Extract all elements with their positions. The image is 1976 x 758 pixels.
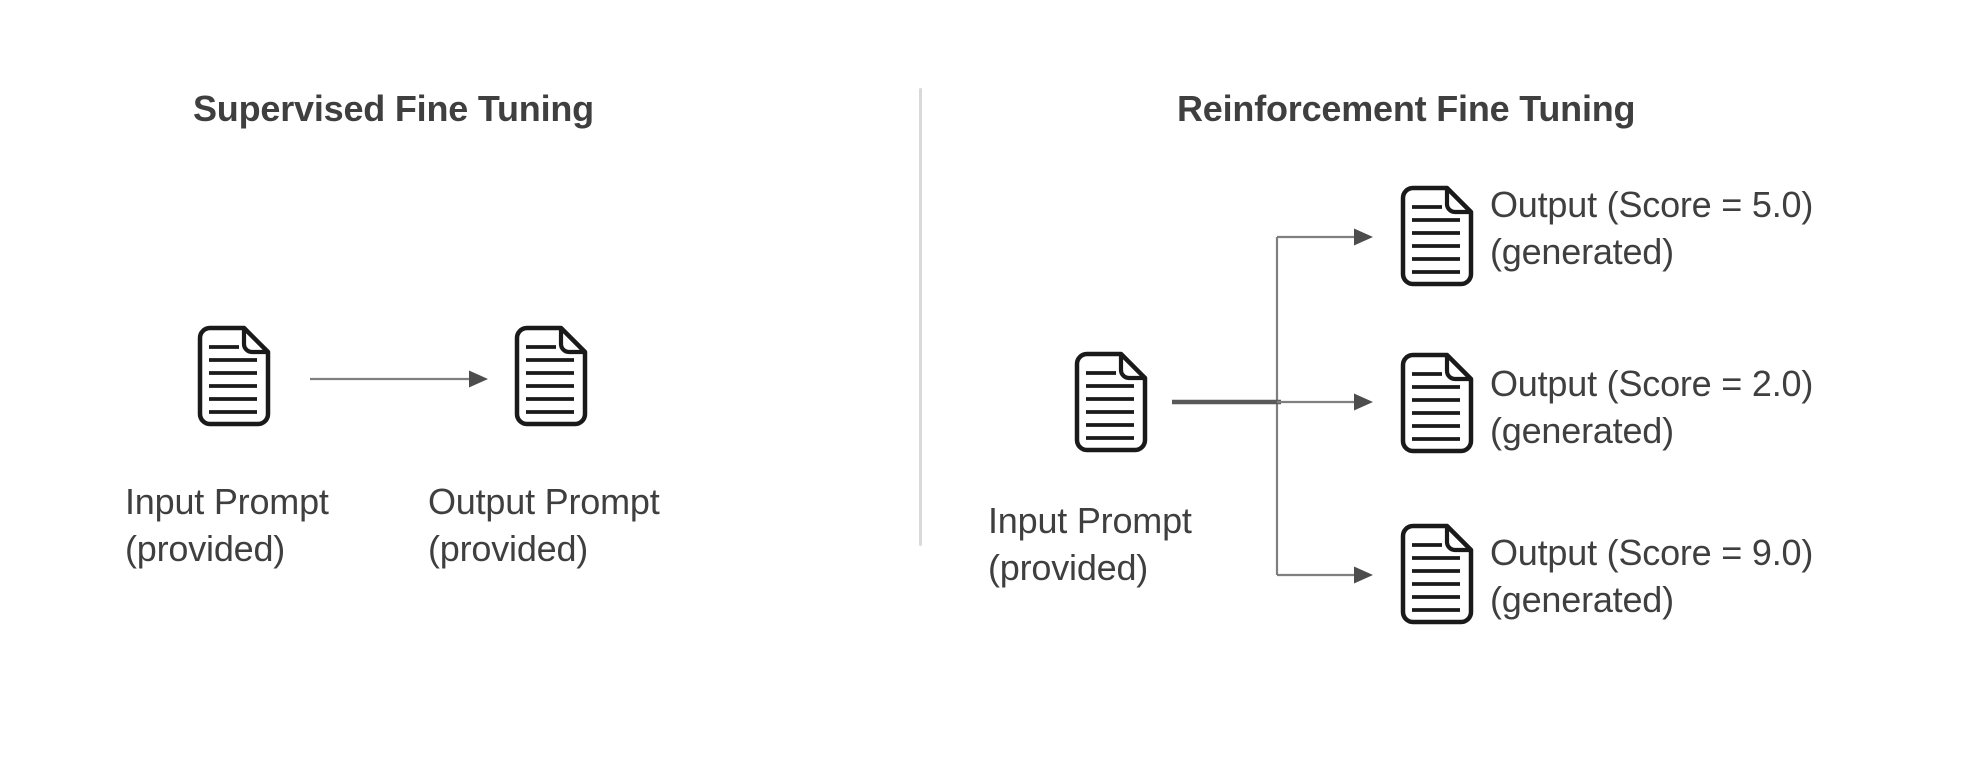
rft-output-label-3: Output (Score = 9.0) (generated) [1490,529,1813,623]
arrow-right-icon [1354,393,1373,411]
rft-output3-line1: Output (Score = 9.0) [1490,532,1814,573]
sft-output-label-line1: Output Prompt [428,481,660,522]
branch-connector [1172,228,1373,584]
rft-output-label-1: Output (Score = 5.0) (generated) [1490,181,1813,275]
sft-input-label-line2: (provided) [125,528,286,569]
document-icon [1398,523,1474,625]
rft-input-label: Input Prompt (provided) [988,497,1192,591]
document-icon [1398,185,1474,287]
sft-input-label: Input Prompt (provided) [125,478,329,572]
arrow-right-icon [1354,566,1373,584]
document-icon [512,325,588,427]
sft-output-label-line2: (provided) [428,528,589,569]
arrow-right-icon [1354,228,1373,246]
rft-output1-line1: Output (Score = 5.0) [1490,184,1814,225]
document-icon [1398,352,1474,454]
rft-input-label-line2: (provided) [988,547,1149,588]
rft-input-label-line1: Input Prompt [988,500,1192,541]
panel-divider [919,88,922,546]
rft-output1-line2: (generated) [1490,231,1674,272]
rft-output-label-2: Output (Score = 2.0) (generated) [1490,360,1813,454]
sft-output-label: Output Prompt (provided) [428,478,660,572]
rft-output2-line2: (generated) [1490,410,1674,451]
rft-title: Reinforcement Fine Tuning [1177,88,1636,129]
document-icon [1072,351,1148,453]
rft-output3-line2: (generated) [1490,579,1674,620]
arrow-right-icon [310,370,488,388]
rft-output2-line1: Output (Score = 2.0) [1490,363,1814,404]
document-icon [195,325,271,427]
sft-title: Supervised Fine Tuning [193,88,594,129]
sft-input-label-line1: Input Prompt [125,481,329,522]
